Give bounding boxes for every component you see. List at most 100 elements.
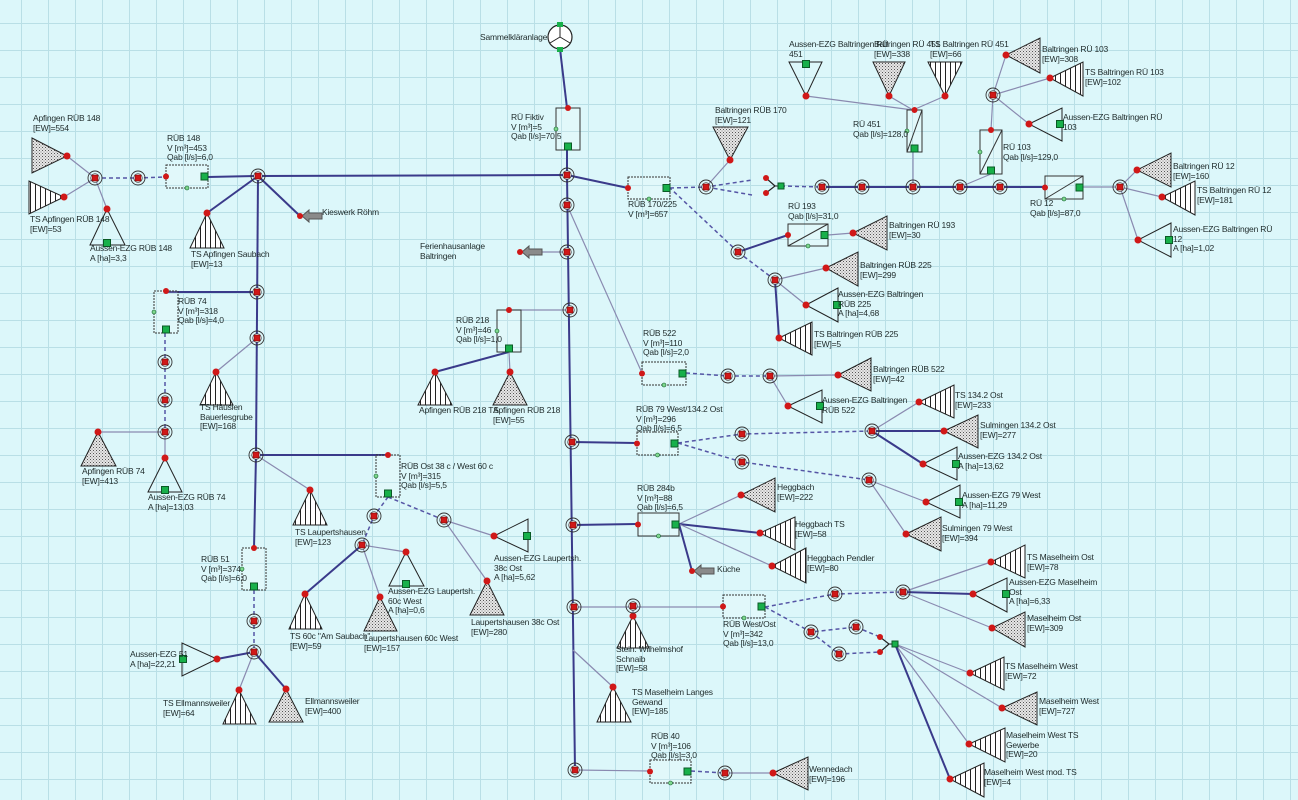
pipe-connection[interactable] bbox=[66, 155, 96, 179]
pipe-connection[interactable] bbox=[871, 430, 924, 465]
junction-node[interactable] bbox=[157, 424, 173, 440]
pipe-connection[interactable] bbox=[868, 479, 927, 503]
pipe-connection[interactable] bbox=[94, 177, 108, 210]
ts-ellmannsweiler-catchment[interactable] bbox=[222, 688, 257, 725]
sulmingen-134-2-ost-catchment[interactable] bbox=[942, 414, 979, 449]
dashed-connection[interactable] bbox=[669, 187, 739, 253]
pipe-connection[interactable] bbox=[572, 523, 639, 526]
laupertshausen-38c-ost-catchment[interactable] bbox=[469, 579, 505, 616]
junction-node[interactable] bbox=[250, 168, 266, 184]
baltringen-rub-170-catchment[interactable] bbox=[712, 126, 749, 162]
pipe-connection[interactable] bbox=[443, 519, 488, 582]
pipe-connection[interactable] bbox=[215, 337, 258, 373]
junction-node[interactable] bbox=[992, 179, 1008, 195]
junction-node[interactable] bbox=[567, 762, 583, 778]
junction-node[interactable] bbox=[905, 179, 921, 195]
stein-wilhelmshof-catchment[interactable] bbox=[616, 614, 650, 649]
junction-node[interactable] bbox=[566, 599, 582, 615]
apfingen-rub-218-ts-catchment[interactable] bbox=[417, 370, 453, 406]
baltringen-rub-522-catchment[interactable] bbox=[836, 357, 872, 392]
pipe-connection[interactable] bbox=[992, 77, 1051, 96]
junction-node[interactable] bbox=[734, 426, 750, 442]
baltringen-ru-451-catchment[interactable] bbox=[872, 61, 906, 98]
junction-node[interactable] bbox=[985, 87, 1001, 103]
junction-node[interactable] bbox=[366, 508, 382, 524]
ts-maselheim-west-catchment[interactable] bbox=[968, 656, 1005, 691]
junction-node[interactable] bbox=[246, 644, 262, 660]
pipe-connection[interactable] bbox=[774, 267, 827, 281]
pipe-connection[interactable] bbox=[678, 523, 773, 567]
dashed-connection[interactable] bbox=[361, 496, 389, 546]
pipe-connection[interactable] bbox=[206, 175, 259, 214]
pipe-connection[interactable] bbox=[774, 279, 780, 339]
junction-node[interactable] bbox=[436, 512, 452, 528]
treatment-plant-icon[interactable] bbox=[547, 22, 573, 52]
dashed-connection[interactable] bbox=[95, 176, 167, 179]
pipe-connection[interactable] bbox=[1119, 186, 1163, 198]
pipe-connection[interactable] bbox=[902, 591, 974, 595]
junction-node[interactable] bbox=[157, 392, 173, 408]
pipe-connection[interactable] bbox=[871, 401, 920, 432]
pipe-connection[interactable] bbox=[827, 232, 854, 236]
baltringen-ru-193-catchment[interactable] bbox=[851, 215, 888, 251]
pipe-connection[interactable] bbox=[1119, 186, 1139, 241]
maselheim-west-catchment[interactable] bbox=[1000, 691, 1038, 726]
pipe-connection[interactable] bbox=[769, 374, 839, 377]
laupertshausen-60c-west-catchment[interactable] bbox=[363, 595, 398, 632]
ts-baltringen-ru-12-catchment[interactable] bbox=[1160, 180, 1196, 216]
pipe-connection[interactable] bbox=[255, 454, 311, 491]
pipe-connection[interactable] bbox=[216, 651, 255, 660]
apfingen-rub-74-catchment[interactable] bbox=[80, 430, 117, 467]
junction-node[interactable] bbox=[861, 472, 877, 488]
junction-node[interactable] bbox=[249, 284, 265, 300]
dashed-connection[interactable] bbox=[690, 770, 726, 774]
junction-node[interactable] bbox=[249, 330, 265, 346]
pipe-connection[interactable] bbox=[805, 95, 914, 111]
pipe-connection[interactable] bbox=[238, 651, 255, 691]
pipe-connection[interactable] bbox=[257, 175, 301, 217]
pipe-connection[interactable] bbox=[774, 279, 807, 306]
junction-node[interactable] bbox=[625, 598, 641, 614]
pipe-connection[interactable] bbox=[959, 173, 992, 188]
dashed-connection[interactable] bbox=[780, 185, 823, 188]
pipe-connection[interactable] bbox=[894, 643, 971, 674]
junction-node[interactable] bbox=[559, 167, 575, 183]
pipe-connection[interactable] bbox=[253, 651, 287, 690]
pipe-connection[interactable] bbox=[253, 454, 257, 549]
heggbach-ts-catchment[interactable] bbox=[758, 516, 796, 551]
junction-node[interactable] bbox=[87, 170, 103, 186]
junction-node[interactable] bbox=[814, 179, 830, 195]
junction-node[interactable] bbox=[565, 517, 581, 533]
pipe-connection[interactable] bbox=[769, 375, 789, 407]
junction-node[interactable] bbox=[895, 584, 911, 600]
ts-laupertshausen-catchment[interactable] bbox=[292, 488, 328, 526]
pipe-connection[interactable] bbox=[992, 94, 1030, 125]
pipe-connection[interactable] bbox=[574, 769, 651, 772]
junction-node[interactable] bbox=[730, 244, 746, 260]
pipe-connection[interactable] bbox=[902, 561, 992, 593]
kieswerk-arrow-icon[interactable] bbox=[297, 208, 323, 224]
junction-node[interactable] bbox=[767, 272, 783, 288]
junction-node[interactable] bbox=[854, 179, 870, 195]
junction-node[interactable] bbox=[762, 368, 778, 384]
dashed-connection[interactable] bbox=[764, 606, 881, 638]
junction-node[interactable] bbox=[864, 423, 880, 439]
junction-node[interactable] bbox=[831, 646, 847, 662]
junction-node[interactable] bbox=[720, 368, 736, 384]
aussen-ezg-79-west-catchment[interactable] bbox=[924, 484, 961, 519]
maselheim-west-ts-gewerbe-catchment[interactable] bbox=[967, 727, 1006, 763]
junction-node[interactable] bbox=[246, 613, 262, 629]
pipe-connection[interactable] bbox=[304, 544, 363, 595]
heggbach-catchment[interactable] bbox=[739, 477, 776, 513]
pipe-connection[interactable] bbox=[559, 48, 568, 109]
wennedach-catchment[interactable] bbox=[771, 756, 809, 791]
junction-node[interactable] bbox=[734, 454, 750, 470]
dashed-connection[interactable] bbox=[387, 496, 445, 521]
pipe-connection[interactable] bbox=[888, 95, 914, 111]
sulmingen-79-west-catchment[interactable] bbox=[904, 516, 942, 552]
apfingen-rub-218-catchment[interactable] bbox=[492, 370, 528, 406]
junction-node[interactable] bbox=[130, 170, 146, 186]
pipe-connection[interactable] bbox=[705, 159, 731, 188]
ts-apfingen-saubach-catchment[interactable] bbox=[189, 211, 225, 249]
pipe-connection[interactable] bbox=[894, 643, 1003, 709]
